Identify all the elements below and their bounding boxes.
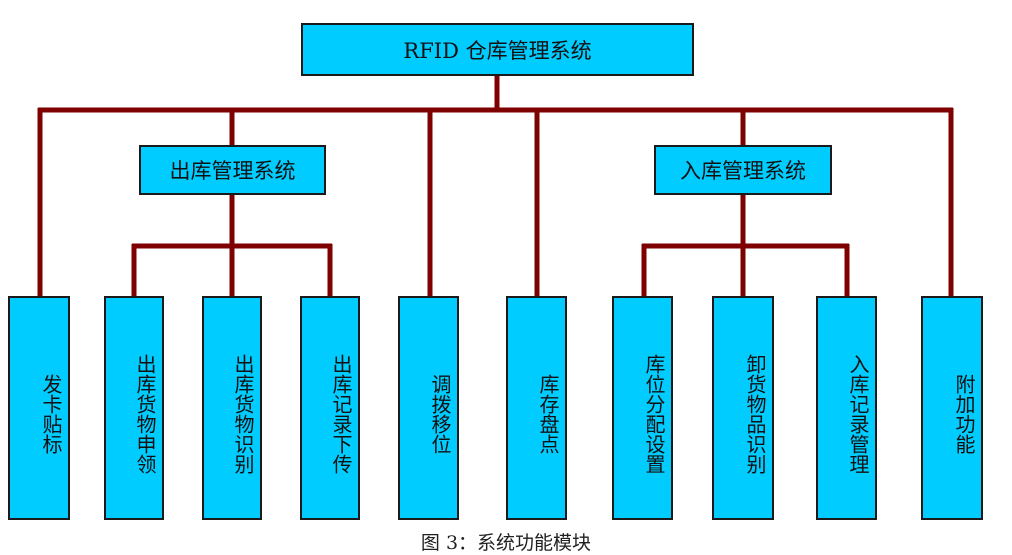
leaf-label: 调拨移位 — [428, 374, 452, 454]
leaf-label: 出库货物识别 — [231, 354, 255, 474]
subsystem-label: 出库管理系统 — [169, 159, 296, 183]
leaf-label: 库位分配设置 — [642, 354, 666, 474]
leaf-label: 出库记录下传 — [329, 354, 353, 474]
subsystem-label: 入库管理系统 — [680, 159, 806, 183]
root-node: RFID 仓库管理系统 — [301, 23, 694, 76]
leaf-node: 库存盘点 — [506, 296, 567, 520]
leaf-label: 库存盘点 — [536, 374, 560, 454]
leaf-node: 出库记录下传 — [300, 296, 360, 520]
leaf-node: 出库货物申领 — [104, 296, 164, 520]
leaf-label: 卸货物品识别 — [743, 354, 767, 474]
subsystem-outbound: 出库管理系统 — [139, 145, 326, 195]
leaf-label: 发卡贴标 — [39, 374, 63, 454]
leaf-node: 附加功能 — [921, 296, 983, 520]
leaf-node: 入库记录管理 — [816, 296, 877, 520]
figure-caption: 图 3：系统功能模块 — [420, 532, 592, 554]
leaf-label: 入库记录管理 — [846, 354, 870, 474]
root-label: RFID 仓库管理系统 — [403, 38, 592, 63]
leaf-label: 出库货物申领 — [133, 354, 157, 474]
leaf-node: 调拨移位 — [398, 296, 459, 520]
leaf-node: 卸货物品识别 — [712, 296, 774, 520]
leaf-node: 出库货物识别 — [202, 296, 262, 520]
leaf-label: 附加功能 — [952, 374, 976, 454]
leaf-node: 发卡贴标 — [8, 296, 70, 520]
leaf-node: 库位分配设置 — [612, 296, 673, 520]
subsystem-inbound: 入库管理系统 — [654, 145, 832, 195]
